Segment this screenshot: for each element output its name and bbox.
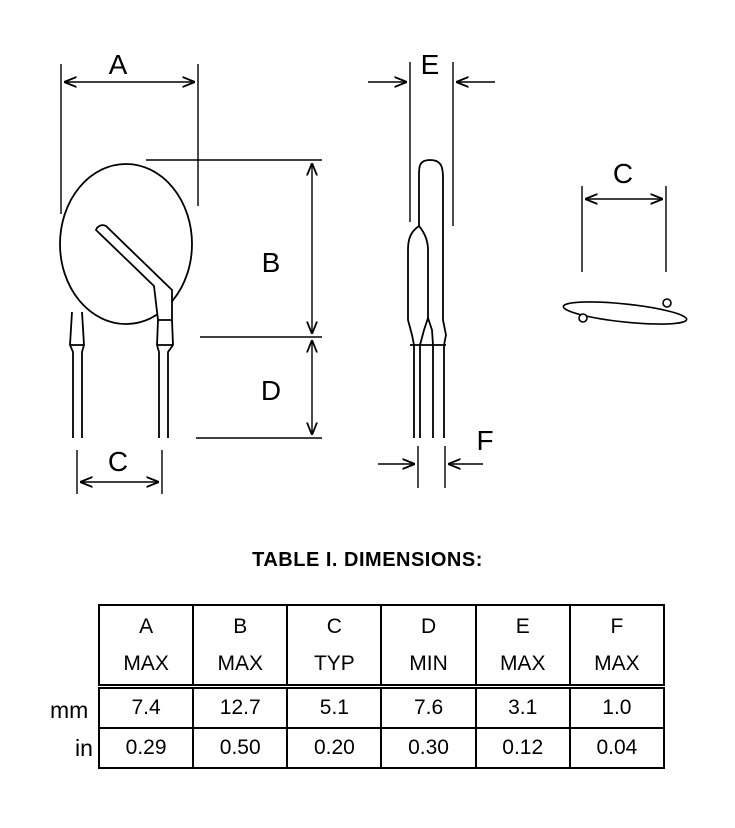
side-leads — [410, 344, 446, 438]
bottom-lead-left — [578, 313, 588, 323]
table-row-in: 0.29 0.50 0.20 0.30 0.12 0.04 — [97, 727, 666, 769]
value-cell: 0.20 — [286, 727, 383, 769]
value-cell: 1.0 — [568, 685, 666, 729]
component-outline-drawing: A B D C E F — [59, 49, 688, 494]
value-cell: 0.04 — [568, 727, 666, 769]
side-body-outer — [407, 159, 447, 346]
side-body-inner — [418, 225, 434, 346]
internal-lead-slot — [94, 224, 173, 321]
value-cell: 7.6 — [380, 685, 477, 729]
dimension-c-bottom — [581, 186, 667, 272]
row-label-in: in — [75, 735, 93, 761]
value-cell: 0.50 — [192, 727, 289, 769]
value-cell: 0.29 — [97, 727, 195, 769]
dimension-c-front-label: C — [108, 446, 128, 477]
dimension-f-label: F — [476, 425, 493, 456]
row-label-mm: mm — [50, 697, 89, 723]
table-row-mm: 7.4 12.7 5.1 7.6 3.1 1.0 — [97, 685, 666, 729]
table-title: TABLE I. DIMENSIONS: — [252, 549, 483, 571]
value-cell: 3.1 — [474, 685, 571, 729]
dimension-b — [146, 159, 322, 338]
bottom-body — [562, 301, 688, 325]
dimension-d — [196, 340, 322, 439]
dimension-b-label: B — [262, 247, 281, 278]
right-lead — [156, 319, 174, 438]
value-cell: 0.30 — [380, 727, 477, 769]
value-cell: 7.4 — [97, 685, 195, 729]
dimension-c-front — [76, 450, 163, 494]
value-cell: 0.12 — [474, 727, 571, 769]
bottom-view — [562, 298, 688, 325]
dimension-a — [60, 64, 199, 214]
side-view — [407, 159, 447, 438]
front-view — [59, 163, 193, 438]
bottom-lead-right — [662, 298, 672, 308]
left-lead — [69, 311, 85, 438]
value-cell: 12.7 — [192, 685, 289, 729]
disc-body — [59, 163, 193, 325]
dimension-f — [378, 446, 483, 488]
dimension-a-label: A — [109, 49, 128, 80]
dimension-e-label: E — [421, 49, 440, 80]
value-cell: 5.1 — [286, 685, 383, 729]
dimension-d-label: D — [261, 375, 281, 406]
dimension-c-bottom-label: C — [613, 158, 633, 189]
dimension-e — [368, 62, 495, 226]
